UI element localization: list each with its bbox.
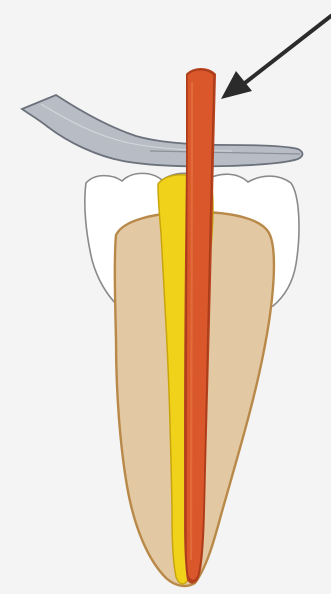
post-highlight — [191, 82, 192, 560]
